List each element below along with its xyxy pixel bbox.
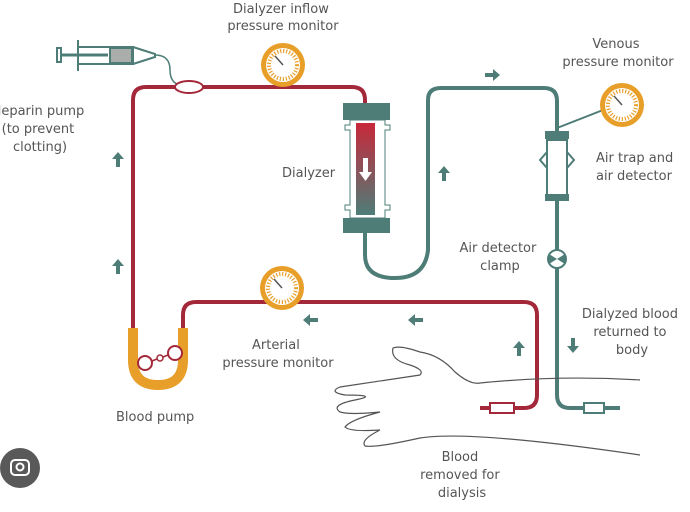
venous-monitor-label: Venous pressure monitor (562, 37, 674, 70)
down-arrow-icon (359, 158, 372, 181)
up-arrow-icon (513, 341, 525, 356)
arterial-monitor-label: Arterial pressure monitor (222, 338, 334, 371)
arterial-needle-connector (489, 402, 515, 414)
heparin-connector (174, 80, 204, 94)
air-trap-label: Air trap and air detector (596, 151, 677, 184)
up-arrow-icon (438, 166, 450, 181)
blood-removed-label: Blood removed for dialysis (420, 450, 504, 501)
dialyzed-return-label: Dialyzed blood returned to body (582, 307, 682, 358)
right-arrow-icon (485, 69, 500, 81)
left-arrow-icon (408, 314, 423, 326)
lens-search-icon[interactable] (0, 448, 40, 488)
patient-arm (334, 346, 641, 456)
dialyzed-blood-line (363, 86, 620, 410)
up-arrow-icon (112, 152, 124, 167)
venous-pressure-gauge-icon (600, 83, 644, 127)
inflow-pressure-gauge-icon (261, 43, 305, 87)
blood-pump-label: Blood pump (116, 410, 194, 425)
arterial-blood-line (181, 300, 539, 410)
air-trap (538, 131, 576, 201)
down-arrow-icon (567, 338, 579, 353)
blood-line-to-dialyzer (131, 85, 367, 330)
dialyzer (343, 103, 391, 233)
flow-arrows (112, 69, 579, 356)
up-arrow-icon (112, 259, 124, 274)
dialyzer-label: Dialyzer (282, 166, 336, 181)
left-arrow-icon (303, 314, 318, 326)
venous-gauge-line (556, 109, 604, 129)
arterial-pressure-gauge-icon (260, 266, 304, 310)
blood-pump (128, 328, 188, 391)
air-clamp-label: Air detector clamp (459, 241, 540, 274)
air-detector-clamp-icon (547, 249, 567, 269)
heparin-syringe (56, 40, 187, 87)
inflow-monitor-label: Dialyzer inflow pressure monitor (227, 2, 339, 34)
heparin-label: Heparin pump (to prevent clotting) (0, 104, 88, 155)
return-needle-connector (583, 402, 605, 414)
